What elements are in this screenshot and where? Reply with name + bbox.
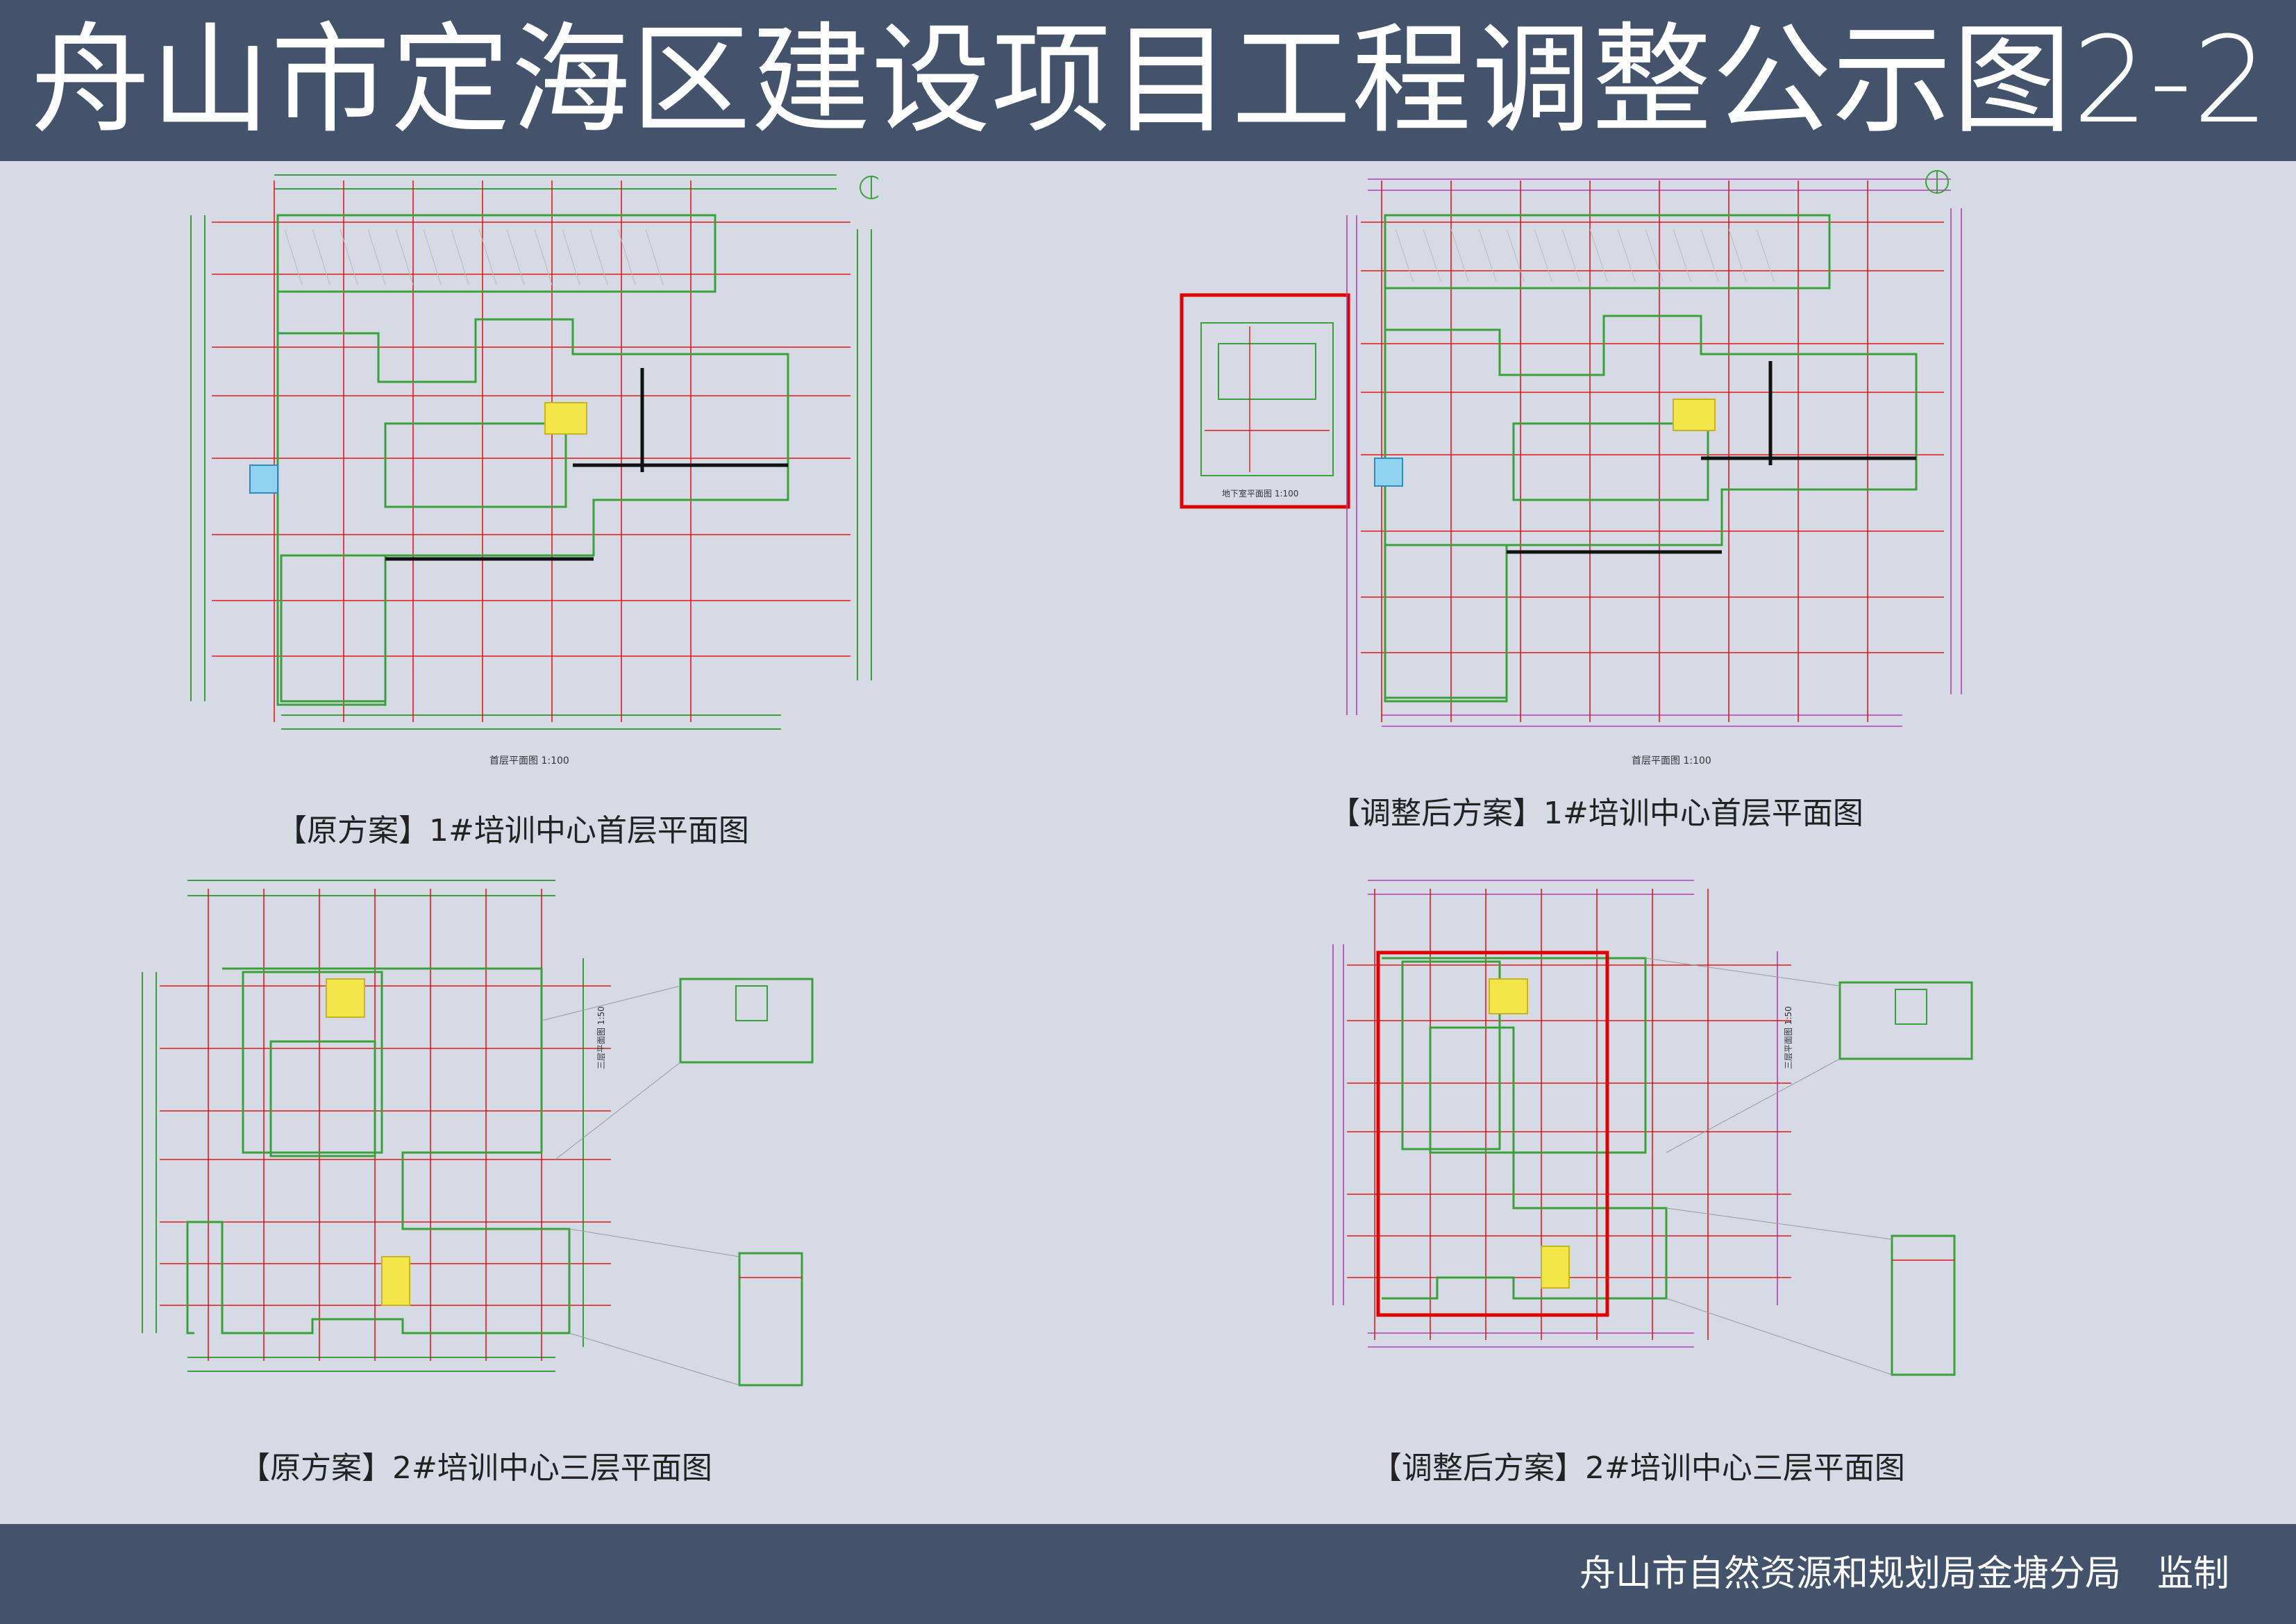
footer-banner: 舟山市自然资源和规划局金塘分局 监制 — [0, 1524, 2296, 1624]
sheet-label: 三层平面图 1:50 — [1784, 1006, 1793, 1069]
floor-plan-drawing: 首层平面图 1:100 — [190, 174, 878, 767]
floor-plan-drawing: 三层平面图 1:50 — [142, 880, 814, 1387]
caption-revised-1f: 【调整后方案】1#培训中心首层平面图 — [1330, 796, 1863, 831]
floor-plan-drawing: 三层平面图 1:50 — [1332, 880, 1973, 1376]
plan-original-1f: 首层平面图 1:100 — [184, 167, 878, 778]
issuer-credit: 舟山市自然资源和规划局金塘分局 监制 — [1579, 1553, 2229, 1595]
floor-plan-drawing: 地下室平面图 1:100 — [1180, 170, 1962, 767]
caption-original-3f: 【原方案】2#培训中心三层平面图 — [240, 1450, 712, 1486]
sheet-label: 三层平面图 1:50 — [596, 1006, 606, 1069]
sheet-label: 首层平面图 1:100 — [1632, 755, 1711, 767]
caption-original-1f: 【原方案】1#培训中心首层平面图 — [276, 813, 749, 848]
sheet-label: 首层平面图 1:100 — [489, 755, 569, 767]
plan-revised-3f: 三层平面图 1:50 — [1305, 861, 2027, 1437]
title-banner: 舟山市定海区建设项目工程调整公示图2-2 — [0, 0, 2296, 161]
page-title: 舟山市定海区建设项目工程调整公示图2-2 — [31, 10, 2270, 150]
inset-label: 地下室平面图 1:100 — [1222, 488, 1298, 499]
caption-revised-3f: 【调整后方案】2#培训中心三层平面图 — [1371, 1450, 1905, 1486]
plan-revised-1f: 地下室平面图 1:100 — [1173, 167, 1972, 778]
plan-original-3f: 三层平面图 1:50 — [125, 861, 889, 1437]
